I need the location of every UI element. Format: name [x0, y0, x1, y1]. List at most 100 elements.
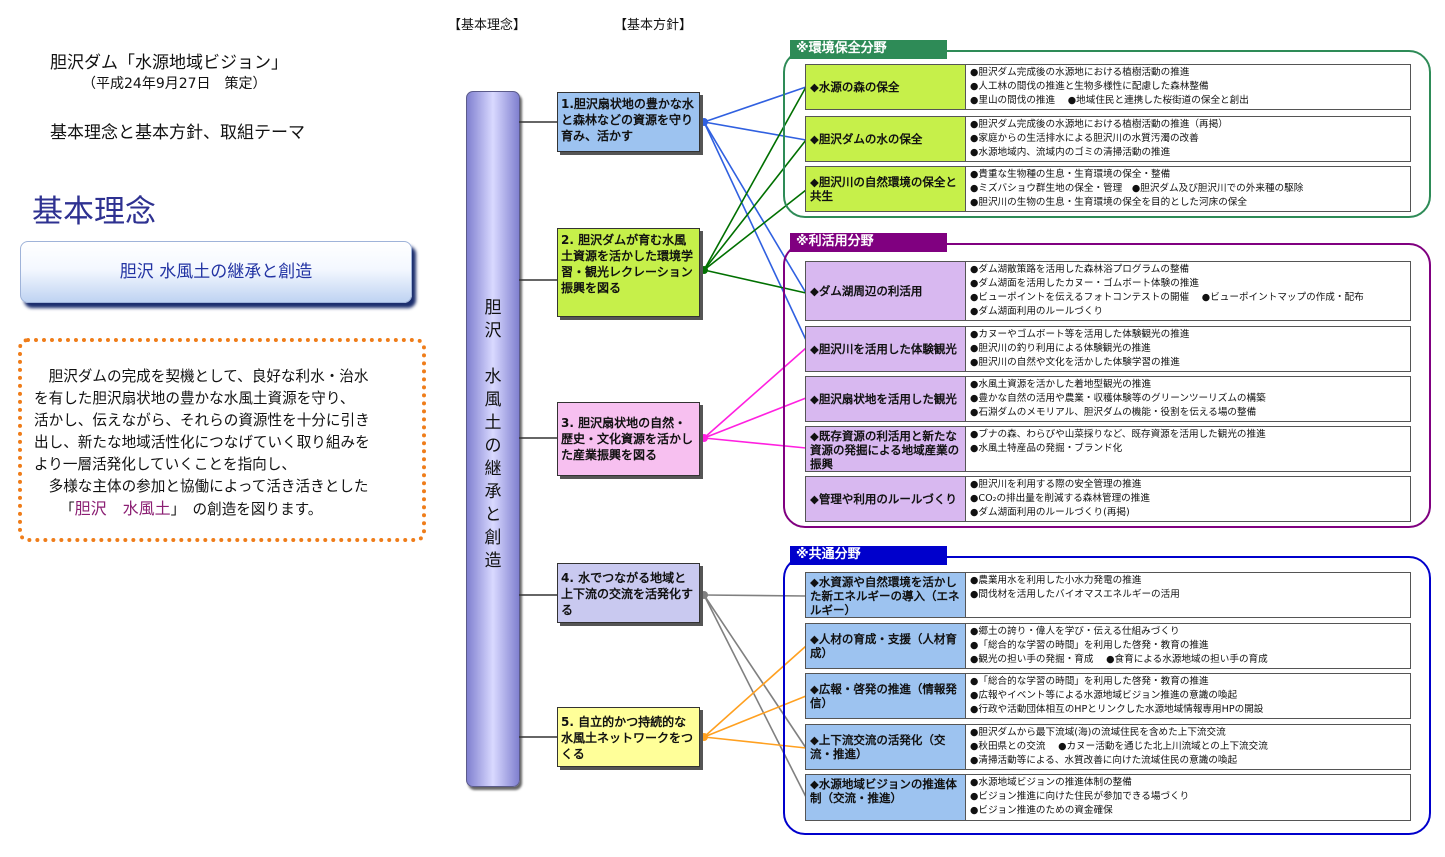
kyotsu-item-3: ◆広報・啓発の推進（情報発信）●「総合的な学習の時間」を利用した啓発・教育の推進… — [805, 673, 1411, 719]
item-bullet: ●胆沢川の釣り利用による体験観光の推進 — [970, 343, 1151, 354]
rinen-line: 出し、新たな地域活性化につなげていく取り組みを — [34, 434, 370, 451]
pillar-char: 継 — [484, 459, 502, 479]
item-bullet: ●胆沢川の生物の生息・生育環境の保全を目的とした河床の保全 — [970, 197, 1247, 208]
item-bullets: ●胆沢ダムから最下流域(海)の流域住民を含めた上下流交流 ●秋田県との交流 ●カヌ… — [970, 726, 1408, 768]
policy-text: 5. 自立的かつ持続的な水風土ネットワークをつくる — [561, 715, 694, 761]
item-bullet: ●秋田県との交流 ●カヌー活動を通じた北上川流域との上下流交流 — [970, 741, 1268, 752]
item-label: ◆人材の育成・支援（人材育成） — [806, 624, 966, 668]
item-bullet: ●家庭からの生活排水による胆沢川の水質汚濁の改善 — [970, 133, 1199, 144]
policy-box-4: 4. 水でつながる地域と上下流の交流を活発化する — [557, 563, 700, 623]
policy-text: 4. 水でつながる地域と上下流の交流を活発化する — [561, 571, 694, 617]
connector-p5 — [703, 736, 807, 749]
page-subtitle: 基本理念と基本方針、取組テーマ — [50, 123, 305, 143]
item-bullet: ●ビジョン推進のための資金確保 — [970, 805, 1113, 816]
item-bullet: ●ダム湖面利用のルールづくり(再掲) — [970, 507, 1130, 518]
rinen-quote-open: 「 — [60, 501, 75, 518]
item-label: ◆胆沢川を活用した体験観光 — [806, 327, 966, 371]
item-bullet: ●ブナの森、わらびや山菜採りなど、既存資源を活用した観光の推進 — [970, 429, 1266, 440]
pillar-char: 承 — [484, 482, 502, 502]
item-bullet: ●ダム湖散策路を活用した森林浴プログラムの整備 — [970, 264, 1190, 275]
item-bullet: ●石淵ダムのメモリアル、胆沢ダムの機能・役割を伝える場の整備 — [970, 407, 1257, 418]
rikatsuyo-item-1: ◆ダム湖周辺の利活用 ●ダム湖散策路を活用した森林浴プログラムの整備 ●ダム湖面を活… — [805, 261, 1411, 321]
connector-p5 — [703, 695, 807, 738]
connector-p2 — [703, 86, 807, 271]
pillar-char: 造 — [484, 551, 502, 571]
item-bullets: ●胆沢川を利用する際の安全管理の推進●CO₂の排出量を削減する森林管理の推進●ダ… — [970, 478, 1408, 520]
pillar-char: 土 — [484, 413, 502, 433]
hoshin-column-label: 【基本方針】 — [614, 18, 693, 33]
item-bullets: ●胆沢ダム完成後の水源地における植樹活動の推進（再掲）●家庭からの生活排水による… — [970, 118, 1408, 160]
item-bullet: ●水源地域ビジョンの推進体制の整備 — [970, 777, 1132, 788]
item-bullets: ●ダム湖散策路を活用した森林浴プログラムの整備 ●ダム湖面を活用したカヌー・ゴムボ… — [970, 263, 1408, 319]
connector-node-p2 — [700, 266, 708, 274]
item-bullets: ●水風土資源を活かした着地型観光の推進 ●豊かな自然の活用や農業・収穫体験等のグリ… — [970, 378, 1408, 420]
rinen-line: 活かし、伝えながら、それらの資源性を十分に引き — [34, 412, 370, 429]
item-bullet: ●ビューポイントを伝えるフォトコンテストの開催 ●ビューポイントマップの作成・配… — [970, 292, 1364, 303]
item-bullet: ●豊かな自然の活用や農業・収穫体験等のグリーンツーリズムの構築 — [970, 393, 1266, 404]
rinen-quote-close: 」 の創造を図ります。 — [170, 501, 323, 518]
rinen-ribbon-text: 胆沢 水風土の継承と創造 — [119, 262, 313, 282]
policy-text: 3. 胆沢扇状地の自然・歴史・文化資源を活かした産業振興を図る — [561, 416, 694, 462]
pillar-char: と — [484, 505, 502, 525]
section-rikatsuyo — [783, 243, 1431, 528]
item-label: ◆既存資源の利活用と新たな資源の発掘による地域産業の振興 — [806, 427, 966, 471]
connector-p3 — [703, 397, 807, 439]
item-bullet: ●CO₂の排出量を削減する森林管理の推進 — [970, 493, 1150, 504]
kyotsu-item-2: ◆人材の育成・支援（人材育成）●郷土の誇り・偉人を学び・伝える仕組みづくり●「総… — [805, 623, 1411, 669]
connector-p1 — [703, 86, 807, 123]
page-subtitle-date: （平成24年9月27日 策定） — [82, 76, 267, 92]
item-bullets: ●ブナの森、わらびや山菜採りなど、既存資源を活用した観光の推進●水風土特産品の発… — [970, 428, 1408, 456]
rikatsuyo-item-3: ◆胆沢扇状地を活用した観光 ●水風土資源を活かした着地型観光の推進 ●豊かな自然の活… — [805, 376, 1411, 422]
riken-column-label: 【基本理念】 — [448, 18, 527, 33]
item-bullets: ●「総合的な学習の時間」を利用した啓発・教育の推進●広報やイベント等による水源地… — [970, 675, 1408, 717]
policy-text: 2. 胆沢ダムが育む水風土資源を活かした環境学習・観光レクレーション振興を図る — [561, 233, 694, 295]
item-bullet: ●ダム湖面を活用したカヌー・ゴムボート体験の推進 — [970, 278, 1200, 289]
item-label: ◆広報・啓発の推進（情報発信） — [806, 674, 966, 718]
item-bullets: ●胆沢ダム完成後の水源地における植樹活動の推進●人工林の間伐の推進と生物多様性に… — [970, 66, 1408, 108]
connector-p2 — [703, 139, 807, 271]
connector-p4 — [703, 594, 807, 749]
item-bullets: ●郷土の誇り・偉人を学び・伝える仕組みづくり●「総合的な学習の時間」を利用した啓… — [970, 625, 1408, 667]
item-bullet: ●水風土資源を活かした着地型観光の推進 — [970, 379, 1152, 390]
pillar-char: 水 — [484, 367, 502, 387]
rinen-pillar: 胆沢 水風土の継承と創造 — [466, 91, 520, 787]
item-bullet: ●カヌーやゴムボート等を活用した体験観光の推進 — [970, 329, 1190, 340]
rinen-line: 胆沢ダムの完成を契機として、良好な利水・治水 — [34, 368, 369, 385]
item-bullet: ●胆沢ダム完成後の水源地における植樹活動の推進 — [970, 67, 1190, 78]
connector-node-p5 — [700, 733, 708, 741]
connector-node-p4 — [700, 591, 708, 599]
item-bullet: ●観光の担い手の発掘・育成 ●食育による水源地域の担い手の育成 — [970, 654, 1268, 665]
connector-p4 — [703, 594, 807, 597]
item-bullet: ●広報やイベント等による水源地域ビジョン推進の意識の喚起 — [970, 690, 1238, 701]
item-bullets: ●水源地域ビジョンの推進体制の整備 ●ビジョン推進に向けた住民が参加できる場づくり… — [970, 776, 1408, 818]
kankyo-item-2: ◆胆沢ダムの水の保全●胆沢ダム完成後の水源地における植樹活動の推進（再掲）●家庭… — [805, 116, 1411, 162]
section-kankyo-title: ※環境保全分野 — [790, 40, 947, 59]
section-kankyo — [783, 50, 1431, 218]
rikatsuyo-item-5: ◆管理や利用のルールづくり●胆沢川を利用する際の安全管理の推進●CO₂の排出量を… — [805, 476, 1411, 522]
item-bullet: ●胆沢ダムから最下流域(海)の流域住民を含めた上下流交流 — [970, 727, 1226, 738]
item-bullet: ●清掃活動等による、水質改善に向けた流域住民の意識の喚起 — [970, 755, 1238, 766]
item-bullets: ●農業用水を利用した小水力発電の推進●間伐材を活用したバイオマスエネルギーの活用 — [970, 574, 1408, 602]
kankyo-item-3: ◆胆沢川の自然環境の保全と共生●貴重な生物種の生息・生育環境の保全・整備●ミズバ… — [805, 166, 1411, 212]
item-bullet: ●水源地域内、流域内のゴミの清掃活動の推進 — [970, 147, 1171, 158]
connector-p5 — [703, 645, 807, 738]
item-label: ◆胆沢ダムの水の保全 — [806, 117, 966, 161]
item-label: ◆ダム湖周辺の利活用 — [806, 262, 966, 320]
section-kyotsu-title: ※共通分野 — [790, 546, 947, 565]
policy-text: 1.胆沢扇状地の豊かな水と森林などの資源を守り育み、活かす — [561, 97, 694, 143]
item-bullet: ●ダム湖面利用のルールづくり — [970, 306, 1104, 317]
connector-p3 — [703, 437, 807, 449]
pillar-char: 創 — [484, 528, 502, 548]
item-label: ◆水源地域ビジョンの推進体制（交流・推進） — [806, 775, 966, 820]
item-label: ◆胆沢扇状地を活用した観光 — [806, 377, 966, 421]
item-bullet: ●ビジョン推進に向けた住民が参加できる場づくり — [970, 791, 1190, 802]
kyotsu-item-5: ◆水源地域ビジョンの推進体制（交流・推進） ●水源地域ビジョンの推進体制の整備 ●ビ… — [805, 774, 1411, 821]
item-bullet: ●郷土の誇り・偉人を学び・伝える仕組みづくり — [970, 626, 1180, 637]
kankyo-item-1: ◆水源の森の保全●胆沢ダム完成後の水源地における植樹活動の推進●人工林の間伐の推… — [805, 64, 1411, 110]
pillar-char: 胆 — [484, 298, 502, 318]
pillar-char: 沢 — [484, 321, 502, 341]
item-bullets: ●貴重な生物種の生息・生育環境の保全・整備●ミズバショウ群生地の保全・管理 ●胆… — [970, 168, 1408, 210]
pillar-text: 胆沢 水風土の継承と創造 — [467, 297, 519, 573]
rinen-description-box: 胆沢ダムの完成を契機として、良好な利水・治水 を有した胆沢扇状地の豊かな水風土資… — [18, 338, 426, 542]
policy-box-1: 1.胆沢扇状地の豊かな水と森林などの資源を守り育み、活かす — [557, 92, 700, 152]
